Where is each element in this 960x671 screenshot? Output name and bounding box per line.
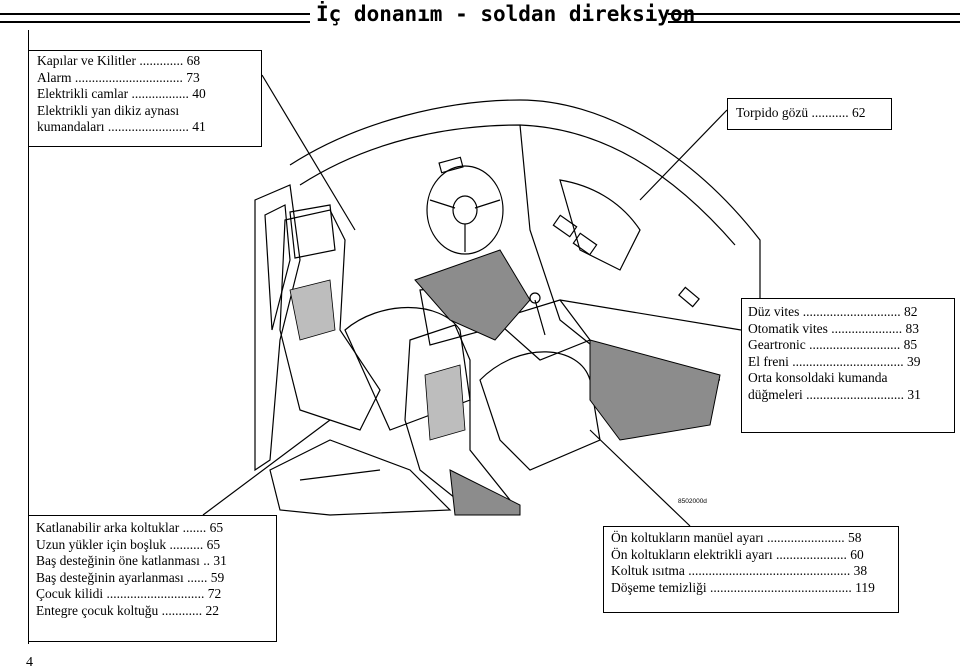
callout-row: Entegre çocuk koltuğu ............ 22 xyxy=(36,602,219,618)
image-code: 8502000d xyxy=(678,498,707,505)
callout-row: Orta konsoldaki kumanda xyxy=(748,370,888,385)
callout-row: Otomatik vites ..................... 83 xyxy=(748,320,919,336)
callout-row: Baş desteğinin öne katlanması .. 31 xyxy=(36,553,227,568)
callout-row: El freni ...............................… xyxy=(748,353,921,369)
callout-gear-console: Düz vites ............................. … xyxy=(741,298,955,433)
callout-rear-seats: Katlanabilir arka koltuklar ....... 65 U… xyxy=(28,515,277,642)
page-title: İç donanım - soldan direksiyon xyxy=(316,2,696,26)
callout-row: kumandaları ........................ 41 xyxy=(37,119,206,134)
floor-mat-front-left xyxy=(414,249,531,341)
leader-line-glovebox xyxy=(639,109,728,201)
callout-row: Kapılar ve Kilitler ............. 68 xyxy=(37,53,201,68)
leader-line-doors xyxy=(261,74,356,231)
callout-row: Uzun yükler için boşluk .......... 65 xyxy=(36,536,221,552)
page-number: 4 xyxy=(26,655,33,670)
callout-row: Torpido gözü ........... 62 xyxy=(736,105,866,120)
title-rule-left xyxy=(0,13,310,23)
dashboard-top xyxy=(289,99,761,300)
callout-row: Elektrikli camlar ................. 40 xyxy=(37,86,206,101)
callout-row: Baş desteğinin ayarlanması ...... 59 xyxy=(36,569,225,585)
callout-doors-locks: Kapılar ve Kilitler ............. 68 Ala… xyxy=(28,50,262,147)
callout-row: Düz vites ............................. … xyxy=(748,304,918,319)
callout-row: Ön koltukların elektrikli ayarı ........… xyxy=(611,546,864,562)
callout-row: Katlanabilir arka koltuklar ....... 65 xyxy=(36,520,224,535)
title-bar: İç donanım - soldan direksiyon xyxy=(0,2,960,30)
callout-row: Ön koltukların manüel ayarı ............… xyxy=(611,530,862,545)
margin-rule xyxy=(28,30,29,644)
callout-glovebox: Torpido gözü ........... 62 xyxy=(727,98,892,130)
callout-row: Döşeme temizliği .......................… xyxy=(611,579,875,595)
callout-row: Çocuk kilidi ...........................… xyxy=(36,586,222,601)
leader-line-gear xyxy=(559,299,742,331)
callout-row: Alarm ................................ 7… xyxy=(37,69,200,85)
floor-mat-rear xyxy=(449,469,521,516)
callout-front-seats: Ön koltukların manüel ayarı ............… xyxy=(603,526,899,613)
driver-seat xyxy=(279,209,381,431)
leader-line-front-seats xyxy=(589,429,691,527)
leader-line-rear-seats xyxy=(202,419,331,516)
callout-row: Geartronic ........................... 8… xyxy=(748,337,918,352)
title-rule-right xyxy=(668,13,960,23)
callout-row: düğmeleri ............................. … xyxy=(748,386,921,402)
floor-mat-front-right xyxy=(589,339,721,441)
callout-row: Koltuk ısıtma ..........................… xyxy=(611,563,868,578)
callout-row: Elektrikli yan dikiz aynası xyxy=(37,102,180,118)
